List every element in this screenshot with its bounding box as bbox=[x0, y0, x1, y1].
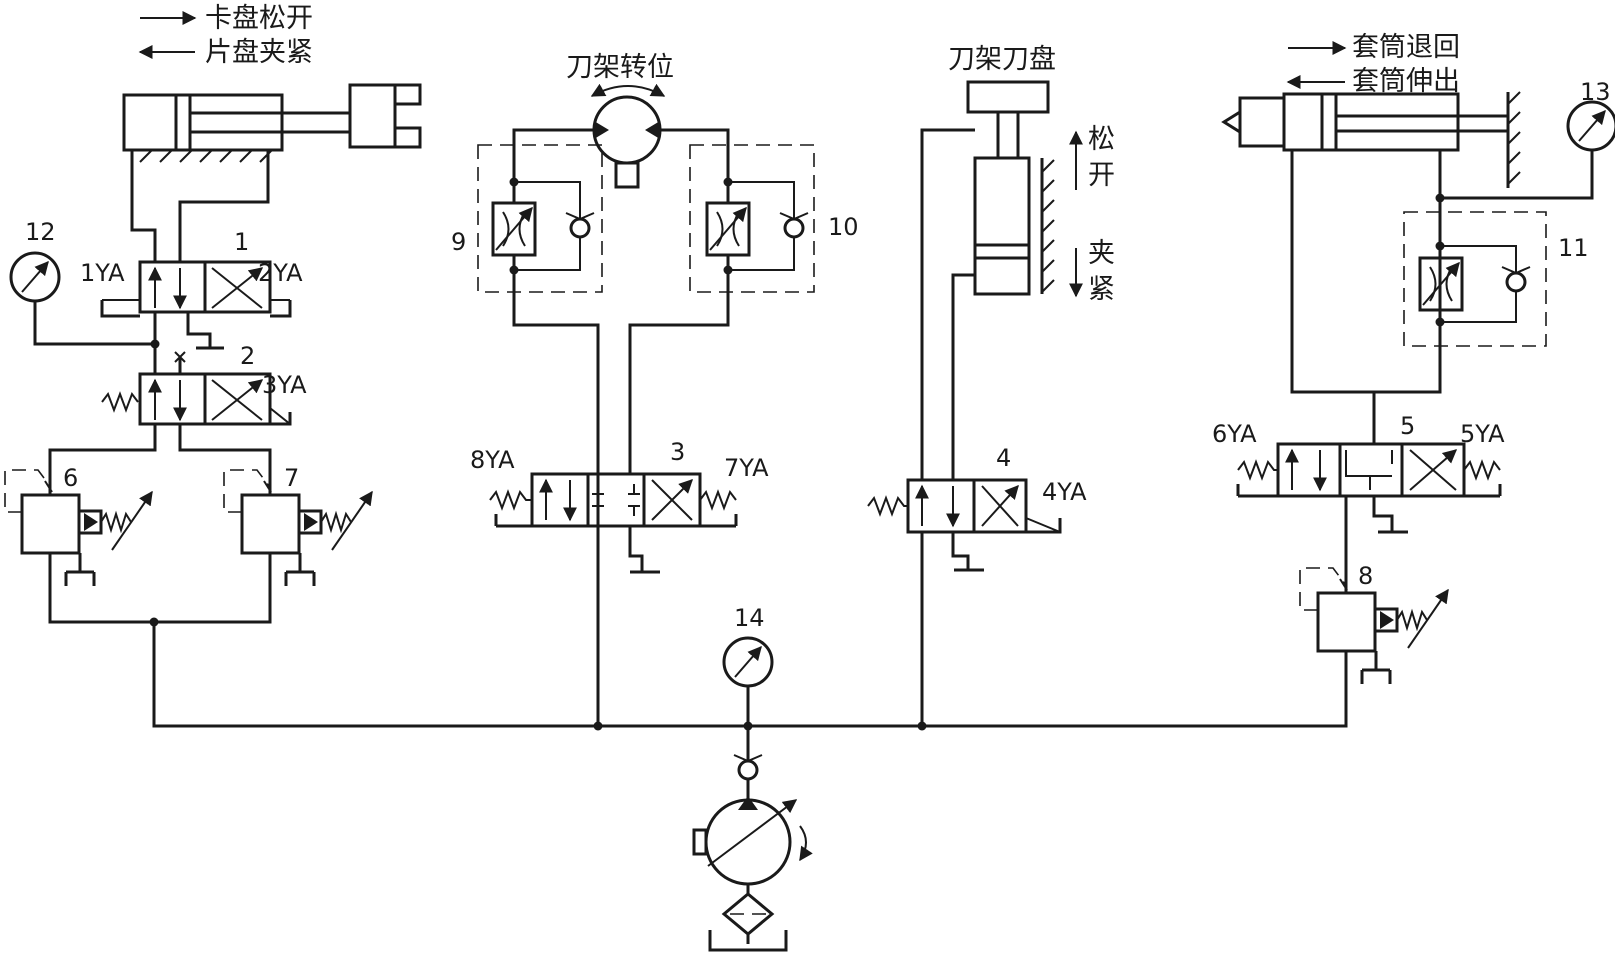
motor-line-b bbox=[628, 128, 730, 474]
pressure-gauge-12: 12 bbox=[9, 218, 61, 303]
throttle-11-number: 11 bbox=[1558, 234, 1589, 262]
valve-5: 6YA 5YA 5 bbox=[1212, 412, 1505, 498]
valve-1: 1YA 2YA 1 bbox=[80, 228, 303, 318]
chuck-clamp-label: 片盘夹紧 bbox=[205, 37, 313, 68]
chuck-cylinder bbox=[122, 83, 422, 163]
tank-icon bbox=[708, 930, 788, 952]
tank-icon bbox=[1372, 496, 1408, 534]
check-valve-icon bbox=[733, 754, 763, 781]
valve-2: 3YA 2 bbox=[101, 342, 307, 426]
chuck-line-a bbox=[130, 150, 157, 262]
throttle-check-valve-9: 9 bbox=[451, 144, 603, 293]
pressure-gauge-13: 13 bbox=[1566, 78, 1615, 152]
gauge-14-number: 14 bbox=[734, 604, 765, 632]
solenoid-8YA-label: 8YA bbox=[470, 446, 515, 474]
valve-2-to-relief-6 bbox=[48, 424, 157, 495]
sleeve-direction-legend: 套筒退回 套筒伸出 bbox=[1286, 32, 1460, 97]
turret-disk-label: 刀架刀盘 bbox=[948, 44, 1056, 75]
tank-icon bbox=[951, 532, 984, 572]
valve-5-number: 5 bbox=[1400, 412, 1415, 440]
filter-icon bbox=[721, 892, 775, 936]
relief-7-number: 7 bbox=[284, 464, 299, 492]
spring-icon bbox=[699, 489, 737, 511]
solenoid-7YA-label: 7YA bbox=[724, 454, 769, 482]
solenoid-1YA-label: 1YA bbox=[80, 259, 125, 287]
gauge-13-number: 13 bbox=[1580, 78, 1611, 106]
spring-icon bbox=[1237, 459, 1278, 481]
spring-icon bbox=[1463, 459, 1501, 481]
relief-valve-6: 6 bbox=[4, 464, 153, 586]
tank-icon bbox=[628, 526, 660, 574]
valve-4: 4YA 4 bbox=[867, 444, 1087, 534]
pressure-gauge-14: 14 bbox=[722, 604, 774, 688]
relief-valve-7: 7 bbox=[223, 464, 373, 586]
spring-icon bbox=[867, 495, 908, 517]
sleeve-extend-label: 套筒伸出 bbox=[1352, 66, 1460, 97]
turret-motor: 刀架转位 bbox=[566, 52, 674, 189]
clamp-char-2: 紧 bbox=[1088, 274, 1115, 305]
chuck-release-label: 卡盘松开 bbox=[205, 3, 313, 34]
motor-line-a bbox=[512, 128, 600, 726]
rotate-arrow-icon bbox=[799, 825, 813, 862]
variable-pump bbox=[692, 796, 813, 886]
spring-icon bbox=[101, 391, 139, 413]
valve-2-to-relief-7 bbox=[178, 424, 272, 495]
clamp-char-1: 夹 bbox=[1088, 238, 1115, 269]
solenoid-3YA-label: 3YA bbox=[262, 371, 307, 399]
relief-8-number: 8 bbox=[1358, 562, 1373, 590]
chuck-line-b bbox=[178, 150, 270, 262]
solenoid-5YA-label: 5YA bbox=[1460, 420, 1505, 448]
gauge-12-number: 12 bbox=[25, 218, 56, 246]
valve-3-number: 3 bbox=[670, 438, 685, 466]
sleeve-cylinder bbox=[1221, 91, 1521, 188]
valve-2-number: 2 bbox=[240, 342, 255, 370]
tank-icon bbox=[284, 553, 316, 586]
relief-pair-line bbox=[48, 553, 272, 624]
tank-icon bbox=[186, 312, 224, 350]
rotate-arrow-icon bbox=[590, 83, 666, 97]
disk-cyl-line-b bbox=[951, 273, 975, 486]
sleeve-retract-label: 套筒退回 bbox=[1352, 32, 1460, 63]
release-char-2: 开 bbox=[1088, 160, 1115, 191]
throttle-check-valve-11: 11 bbox=[1403, 198, 1589, 392]
valve-1-number: 1 bbox=[234, 228, 249, 256]
valve-3: 8YA 7YA 3 bbox=[470, 438, 769, 528]
solenoid-2YA-label: 2YA bbox=[258, 259, 303, 287]
gauge-13-line bbox=[1440, 150, 1594, 200]
valve-4-number: 4 bbox=[996, 444, 1011, 472]
gauge-12-line bbox=[33, 301, 155, 346]
throttle-10-number: 10 bbox=[828, 213, 859, 241]
tank-icon bbox=[64, 553, 96, 586]
tank-icon bbox=[1360, 651, 1392, 684]
disk-cyl-line-a bbox=[920, 128, 975, 726]
sleeve-line-a bbox=[1290, 150, 1376, 444]
spring-icon bbox=[489, 489, 532, 511]
chuck-direction-legend: 卡盘松开 片盘夹紧 bbox=[138, 3, 313, 68]
turret-disk-cylinder: 刀架刀盘 松 开 夹 紧 bbox=[948, 44, 1115, 305]
throttle-check-valve-10: 10 bbox=[689, 144, 859, 293]
throttle-9-number: 9 bbox=[451, 228, 466, 256]
solenoid-6YA-label: 6YA bbox=[1212, 420, 1257, 448]
solenoid-4YA-label: 4YA bbox=[1042, 478, 1087, 506]
release-char-1: 松 bbox=[1088, 124, 1115, 155]
relief-valve-8: 8 bbox=[1299, 562, 1449, 684]
turret-index-label: 刀架转位 bbox=[566, 52, 674, 83]
relief-6-number: 6 bbox=[63, 464, 78, 492]
